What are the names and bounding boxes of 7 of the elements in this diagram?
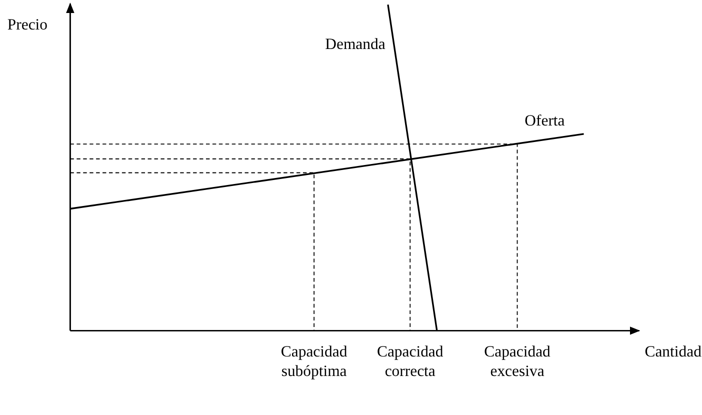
curve-label: Demanda [325,34,386,54]
curve-label: Oferta [524,110,565,130]
tick-label: Capacidad correcta [376,342,444,381]
tick-label: Capacidad excesiva [483,342,552,381]
axis-label: Precio [7,14,48,34]
axis-label: Cantidad [644,342,702,362]
tick-label: Capacidad subóptima [280,342,348,381]
